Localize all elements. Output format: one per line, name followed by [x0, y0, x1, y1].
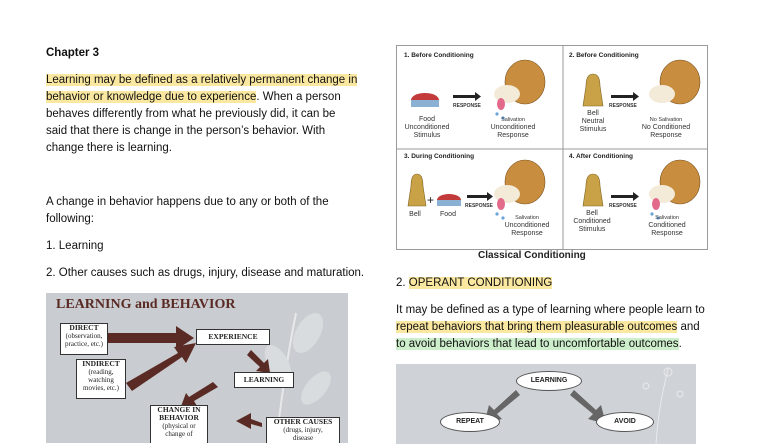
classical-conditioning-figure: + 1. Before Conditioning 2. Before Condi…	[396, 45, 708, 250]
svg-text:+: +	[427, 193, 434, 207]
box-other-causes: OTHER CAUSES(drugs, injury,disease	[266, 417, 340, 443]
highlight-operant: OPERANT CONDITIONING	[408, 277, 553, 289]
cc-q2-title: 2. Before Conditioning	[569, 52, 639, 59]
box-direct: DIRECT(observation,practice, etc.)	[60, 323, 108, 355]
para1-line5: change there is learning.	[46, 142, 172, 154]
oval-learning: LEARNING	[516, 371, 582, 391]
cc-q3-food-caption: Food	[440, 211, 456, 218]
cc-q3-response: RESPONSE	[465, 203, 493, 209]
oval-repeat: REPEAT	[440, 412, 500, 432]
classical-conditioning-drawing: +	[397, 46, 707, 249]
para1-line1: Learning may be defined as a relatively …	[46, 72, 358, 89]
cc-q4-title: 4. After Conditioning	[569, 153, 634, 160]
cc-q1-response: RESPONSE	[453, 103, 481, 109]
learning-behavior-figure: LEARNING and BEHAVIOR DIRECT(observation…	[46, 293, 348, 443]
cc-q3-bell-caption: Bell	[409, 211, 421, 218]
list-item-learning: 1. Learning	[46, 240, 104, 252]
operant-heading: 2. OPERANT CONDITIONING	[396, 277, 553, 289]
cc-q3-title: 3. During Conditioning	[404, 153, 475, 160]
para2-line1: A change in behavior happens due to any …	[46, 196, 329, 208]
list-item-other-causes: 2. Other causes such as drugs, injury, d…	[46, 267, 365, 279]
para1-line2: behavior or knowledge due to experience.…	[46, 89, 341, 106]
box-learning: LEARNING	[234, 372, 294, 388]
operant-line1: It may be defined as a type of learning …	[396, 304, 705, 316]
learning-behavior-arrows	[108, 312, 331, 443]
highlight-definition-2: behavior or knowledge due to experience	[46, 91, 257, 103]
operant-figure: LEARNING REPEAT AVOID	[396, 364, 696, 444]
cc-figure-caption: Classical Conditioning	[478, 250, 586, 261]
highlight-repeat: repeat behaviors that bring them pleasur…	[396, 321, 678, 333]
chapter-heading: Chapter 3	[46, 47, 100, 59]
highlight-avoid: to avoid behaviors that lead to uncomfor…	[396, 338, 679, 350]
cc-q2-response: RESPONSE	[609, 103, 637, 109]
para1-line4: said that there is change in the person’…	[46, 125, 326, 137]
highlight-definition: Learning may be defined as a relatively …	[46, 74, 358, 86]
cc-q1-title: 1. Before Conditioning	[404, 52, 474, 59]
operant-line3: to avoid behaviors that lead to uncomfor…	[396, 338, 682, 350]
operant-line2: repeat behaviors that bring them pleasur…	[396, 321, 700, 333]
para2-line2: following:	[46, 213, 94, 225]
box-experience: EXPERIENCE	[196, 329, 270, 345]
cc-q4-response: RESPONSE	[609, 203, 637, 209]
lb-title: LEARNING and BEHAVIOR	[56, 297, 236, 312]
oval-avoid: AVOID	[596, 412, 654, 432]
para1-line3: behaves differently from what he previou…	[46, 108, 336, 120]
para1-line2-rest: . When a person	[256, 91, 341, 103]
